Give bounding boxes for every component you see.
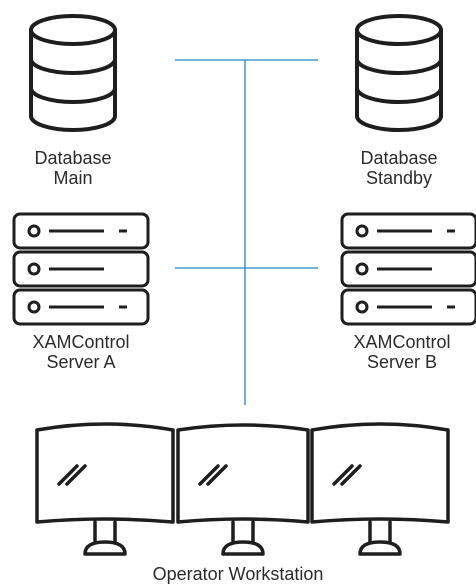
server-a-icon <box>12 212 150 326</box>
server-b-icon <box>340 212 476 326</box>
network-connections <box>175 59 318 405</box>
label-line: XAMControl <box>353 332 451 352</box>
monitor-right-icon <box>310 422 450 556</box>
database-standby-icon <box>355 14 443 132</box>
label-line: Main <box>53 168 93 188</box>
label-line: XAMControl <box>32 332 130 352</box>
label-database-standby: Database Standby <box>329 148 469 188</box>
label-database-main: Database Main <box>3 148 143 188</box>
label-line: Database <box>360 148 438 168</box>
label-server-a: XAMControl Server A <box>0 332 162 372</box>
label-line: Operator Workstation <box>152 564 324 584</box>
label-operator-workstation: Operator Workstation <box>88 564 388 584</box>
label-line: Server B <box>366 352 438 372</box>
monitor-center-icon <box>176 423 310 556</box>
label-line: Database <box>34 148 112 168</box>
label-line: Standby <box>365 168 433 188</box>
label-line: Server A <box>46 352 116 372</box>
label-server-b: XAMControl Server B <box>328 332 476 372</box>
monitor-left-icon <box>35 422 175 556</box>
database-main-icon <box>29 14 117 132</box>
